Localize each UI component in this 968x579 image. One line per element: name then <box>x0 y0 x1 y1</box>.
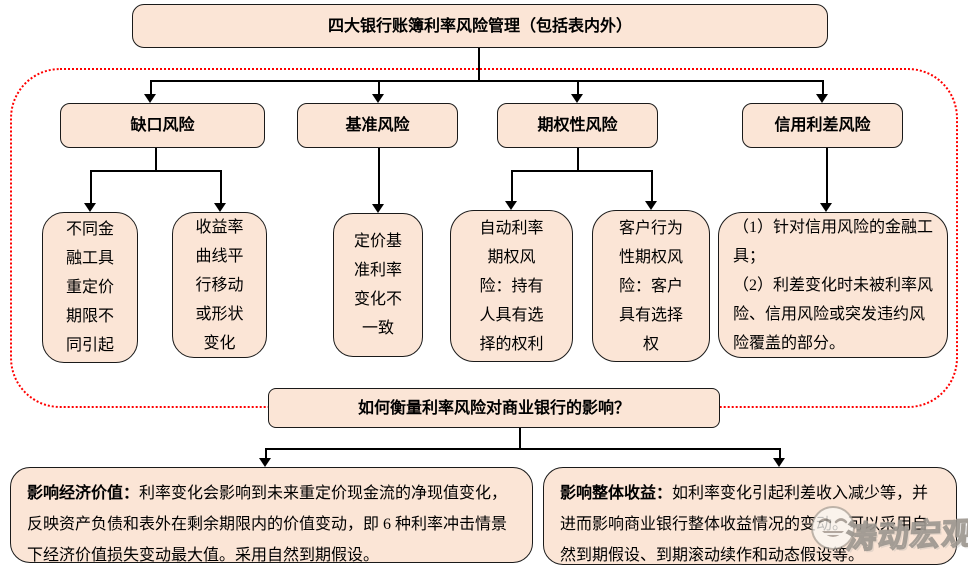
category-label: 缺口风险 <box>130 117 195 134</box>
arrowhead-down-icon <box>820 203 832 212</box>
connector-line <box>577 80 579 95</box>
watermark-text: 涛动宏观 <box>844 515 968 556</box>
category-box-basis-risk: 基准风险 <box>297 103 458 148</box>
impact-lead: 影响整体收益： <box>560 485 673 502</box>
detail-text: 客户行为性期权风险：客户具有选择权 <box>618 219 683 353</box>
category-label: 信用利差风险 <box>774 117 871 134</box>
impact-text: 利率变化会影响到未来重定价现金流的净现值变化，反映资产负债和表外在剩余期限内的价… <box>27 485 508 564</box>
detail-text: 不同金融工具重定价期限不同引起 <box>65 221 114 354</box>
impact-box-overall-earnings: 影响整体收益：如利率变化引起利差收入减少等，并进而影响商业银行整体收益情况的变动… <box>543 467 957 565</box>
arrowhead-down-icon <box>773 458 785 467</box>
detail-box-credit-spread-items: （1）针对信用风险的金融工具； （2）利差变化时未被利率风险、信用风险或突发违约… <box>718 212 948 358</box>
detail-text: 收益率曲线平行移动或形状变化 <box>195 218 244 352</box>
category-label: 基准风险 <box>345 117 410 134</box>
question-box: 如何衡量利率风险对商业银行的影响？ <box>268 388 720 428</box>
arrowhead-down-icon <box>372 94 384 103</box>
arrowhead-down-icon <box>214 203 226 212</box>
connector-line <box>90 170 92 204</box>
category-box-credit-spread-risk: 信用利差风险 <box>742 103 903 148</box>
connector-line <box>265 448 779 450</box>
connector-line <box>577 148 579 170</box>
connector-line <box>150 80 822 82</box>
arrowhead-down-icon <box>372 204 384 213</box>
title-label: 四大银行账簿利率风险管理（包括表内外） <box>327 17 632 35</box>
arrowhead-down-icon <box>259 458 271 467</box>
detail-box-automatic-option: 自动利率期权风险：持有人具有选择的权利 <box>450 210 573 362</box>
title-box: 四大银行账簿利率风险管理（包括表内外） <box>132 4 828 48</box>
detail-box-behavioral-option: 客户行为性期权风险：客户具有选择权 <box>592 210 710 362</box>
connector-line <box>155 148 157 170</box>
connector-line <box>150 80 152 95</box>
connector-line <box>90 170 220 172</box>
connector-line <box>511 170 513 202</box>
detail-box-repricing-mismatch: 不同金融工具重定价期限不同引起 <box>42 212 138 363</box>
arrowhead-down-icon <box>645 201 657 210</box>
connector-line <box>779 448 781 459</box>
arrowhead-down-icon <box>816 94 828 103</box>
connector-line <box>220 170 222 204</box>
connector-line <box>826 148 828 203</box>
impact-lead: 影响经济价值： <box>27 485 140 502</box>
connector-line <box>378 148 380 204</box>
connector-line <box>822 80 824 95</box>
connector-line <box>378 80 380 95</box>
category-label: 期权性风险 <box>537 117 618 134</box>
arrowhead-down-icon <box>84 203 96 212</box>
arrowhead-down-icon <box>505 201 517 210</box>
connector-line <box>519 428 521 448</box>
arrowhead-down-icon <box>571 94 583 103</box>
arrowhead-down-icon <box>144 94 156 103</box>
detail-text-line1: （1）针对信用风险的金融工具； <box>733 218 934 265</box>
impact-box-economic-value: 影响经济价值：利率变化会影响到未来重定价现金流的净现值变化，反映资产负债和表外在… <box>10 467 533 564</box>
connector-line <box>265 448 267 459</box>
detail-text-line2: （2）利差变化时未被利率风险、信用风险或突发违约风险覆盖的部分。 <box>733 276 934 352</box>
connector-line <box>511 170 651 172</box>
category-box-gap-risk: 缺口风险 <box>60 103 265 148</box>
question-label: 如何衡量利率风险对商业银行的影响？ <box>357 399 630 417</box>
connector-line <box>651 170 653 202</box>
detail-text: 定价基准利率变化不一致 <box>353 233 402 337</box>
grin-face-emoji-icon <box>810 505 856 556</box>
detail-text: 自动利率期权风险：持有人具有选择的权利 <box>479 219 544 353</box>
connector-line <box>478 48 480 80</box>
category-box-optionality-risk: 期权性风险 <box>497 103 658 148</box>
detail-box-pricing-benchmark: 定价基准利率变化不一致 <box>333 213 423 357</box>
detail-box-yield-curve: 收益率曲线平行移动或形状变化 <box>172 212 267 358</box>
